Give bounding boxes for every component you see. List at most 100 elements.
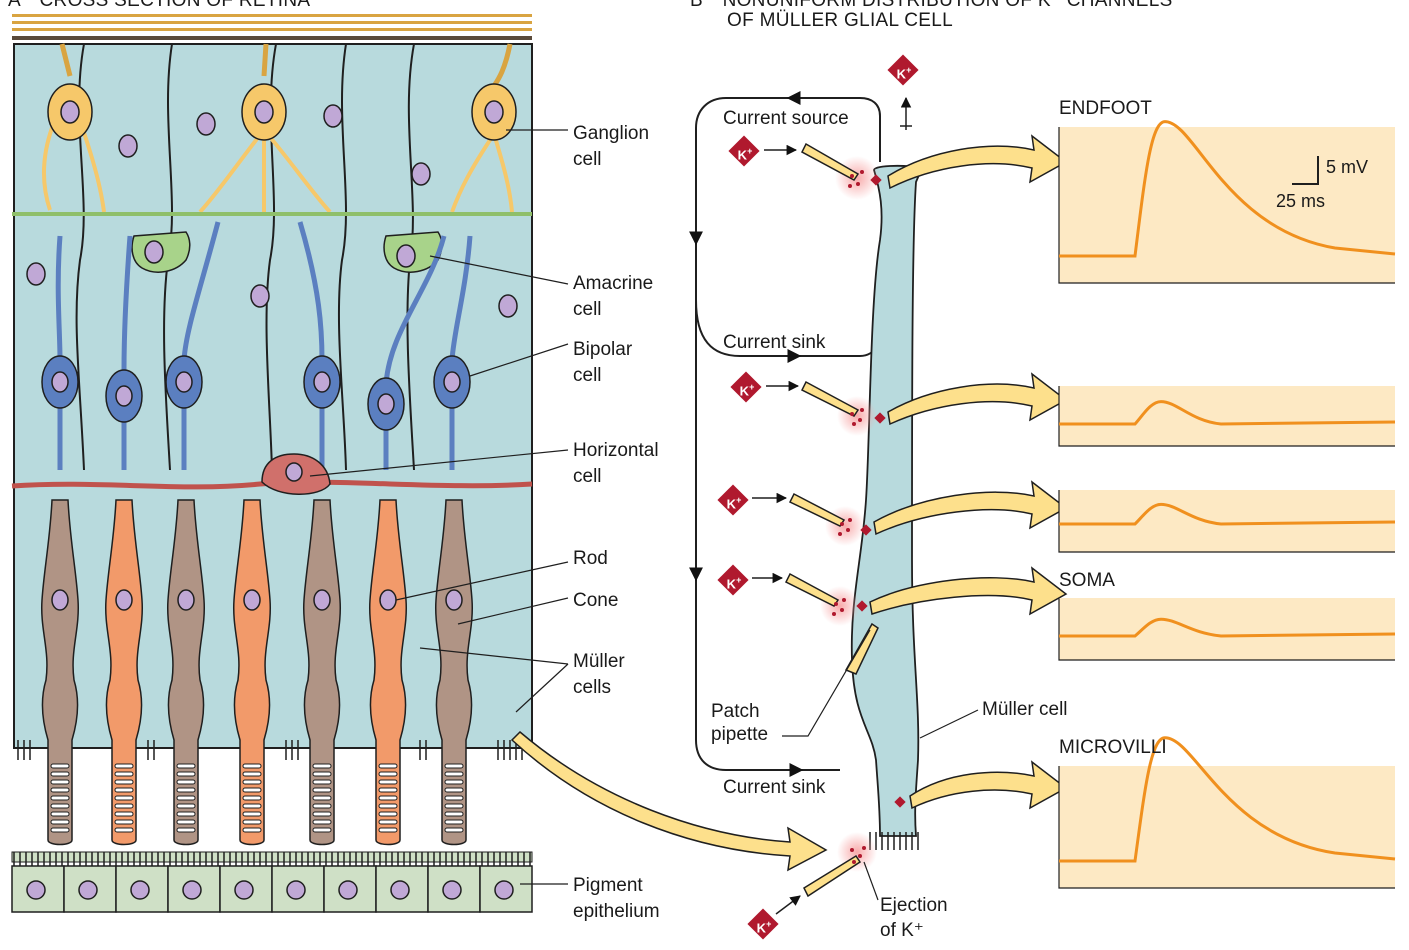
outer-segment-disc <box>242 779 262 785</box>
trace-endfoot <box>1059 120 1396 258</box>
outer-segment-disc <box>312 763 332 769</box>
outer-segment-disc <box>176 811 196 817</box>
outer-segment-disc <box>50 803 70 809</box>
label-horizontal-line2: cell <box>573 466 602 487</box>
label-pigment-line2: epithelium <box>573 901 660 922</box>
label-horizontal-cell: Horizontal cell <box>573 438 659 490</box>
outer-segment-disc <box>176 795 196 801</box>
outer-segment-disc <box>312 795 332 801</box>
outer-segment-disc <box>378 795 398 801</box>
recording-panels <box>1058 127 1395 889</box>
outer-segment-disc <box>242 771 262 777</box>
k-ejection-dots <box>832 170 866 864</box>
recording-title-microvilli: MICROVILLI <box>1059 737 1167 758</box>
photoreceptor-nucleus <box>177 589 195 611</box>
outer-segment-disc <box>444 795 464 801</box>
scale-voltage: 5 mV <box>1326 157 1369 177</box>
label-patch-line1: Patch <box>711 701 760 722</box>
k-ion-sup: + <box>766 919 772 929</box>
outer-segment-disc <box>378 803 398 809</box>
k-ion-badge: K+ <box>717 564 749 596</box>
outer-segment-disc <box>114 787 134 793</box>
outer-segment-disc <box>312 803 332 809</box>
label-muller-line1: Müller <box>573 651 625 672</box>
k-ion-text: K <box>726 496 737 512</box>
scale-time: 25 ms <box>1276 191 1326 211</box>
label-cone: Cone <box>573 590 619 611</box>
label-bipolar-line2: cell <box>573 365 602 386</box>
label-ganglion-line2: cell <box>573 149 602 170</box>
label-patch-pipette: Patch pipette <box>711 700 768 746</box>
panel-a-header: A CROSS SECTION OF RETINA <box>8 0 310 12</box>
recording-title-soma: SOMA <box>1059 570 1115 591</box>
outer-segment-disc <box>114 771 134 777</box>
label-bipolar-cell: Bipolar cell <box>573 337 632 389</box>
outer-segment-disc <box>176 771 196 777</box>
outer-segment-disc <box>50 811 70 817</box>
panel-a-letter: A <box>8 0 20 11</box>
muller-nuclei <box>26 104 518 318</box>
pigment-nucleus <box>130 880 150 900</box>
outer-segment-disc <box>378 771 398 777</box>
retina-cross-section <box>11 14 533 913</box>
label-muller-line2: cells <box>573 677 612 698</box>
label-ejection-line2: of K⁺ <box>880 920 924 941</box>
patch-pipette <box>844 622 879 675</box>
label-muller-cells: Müller cells <box>573 649 625 701</box>
pigment-nucleus <box>182 880 202 900</box>
trace-upper-stalk <box>1059 400 1396 426</box>
scale-bar <box>1292 156 1319 185</box>
label-current-sink-bottom: Current sink <box>723 777 826 798</box>
k-ion-text: K <box>756 920 767 936</box>
muller-leader-lines <box>782 629 979 901</box>
k-ion-sup: + <box>747 146 753 156</box>
rod-cell <box>40 499 80 846</box>
outer-segment-disc <box>114 763 134 769</box>
k-ion-badge: K+ <box>728 135 760 167</box>
label-amacrine-cell: Amacrine cell <box>573 271 653 323</box>
recording-endfoot <box>1059 127 1395 283</box>
rod-cell <box>166 499 206 846</box>
pigment-nucleus <box>26 880 46 900</box>
outer-segment-disc <box>50 827 70 833</box>
trace-microvilli <box>1059 736 1396 863</box>
label-pigment-epithelium: Pigment epithelium <box>573 873 660 925</box>
k-ion-badge: K+ <box>747 908 779 940</box>
photoreceptors <box>40 499 474 846</box>
muller-glial-cell <box>850 164 924 837</box>
pigment-nucleus <box>442 880 462 900</box>
inner-plexiform-line <box>12 212 532 216</box>
label-ganglion-line1: Ganglion <box>573 123 650 144</box>
recording-soma <box>1059 598 1395 660</box>
muller-microvilli <box>17 740 523 760</box>
k-ion-badge: K+ <box>717 484 749 516</box>
k-ion-badge: K+ <box>730 371 762 403</box>
panel-a-title: CROSS SECTION OF RETINA <box>39 0 311 11</box>
recording-arrows <box>869 134 1068 810</box>
photoreceptor-nucleus <box>243 589 261 611</box>
label-current-source: Current source <box>723 108 849 129</box>
outer-segment-disc <box>378 827 398 833</box>
label-ejection-line1: Ejection <box>880 895 948 916</box>
nerve-fiber-layer <box>12 14 532 40</box>
k-ion-sup: + <box>749 382 755 392</box>
k-injection-arrows <box>752 96 912 915</box>
label-amacrine-line2: cell <box>573 299 602 320</box>
rod-cell <box>302 499 342 846</box>
outer-segment-disc <box>176 763 196 769</box>
bipolar-cells <box>41 221 473 470</box>
k-ion-sup: + <box>906 65 912 75</box>
outer-segment-disc <box>114 827 134 833</box>
outer-segment-disc <box>114 795 134 801</box>
outer-segment-disc <box>50 779 70 785</box>
outer-segment-disc <box>50 819 70 825</box>
outer-segment-disc <box>312 819 332 825</box>
k-ion-text: K <box>726 576 737 592</box>
outer-segment-disc <box>242 787 262 793</box>
outer-segment-disc <box>176 803 196 809</box>
recording-title-endfoot: ENDFOOT <box>1059 98 1152 119</box>
outer-segment-disc <box>378 787 398 793</box>
photoreceptor-nucleus <box>445 589 463 611</box>
recording-upper <box>1059 386 1395 446</box>
